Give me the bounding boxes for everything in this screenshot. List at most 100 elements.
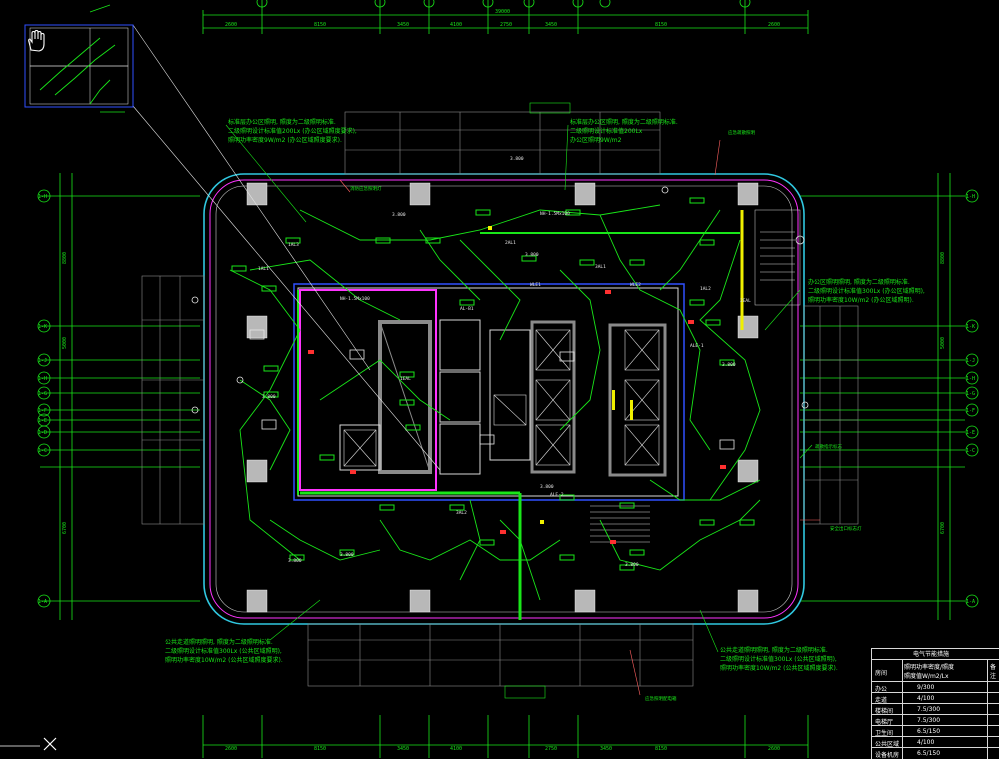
bottom-dimension-lines [202, 715, 809, 758]
level-6: 3.800 [288, 558, 302, 564]
bottom-dim-4: 4100 [450, 746, 462, 752]
light-fixtures [231, 197, 755, 571]
legend-value: 6.5/150 [917, 728, 941, 735]
callout-1: 应急疏散照明 [728, 129, 755, 136]
legend-header-row: 房间 照明功率密度/照度 照度值W/m2/Lx 备注 [872, 659, 999, 682]
right-dimension-lines [800, 173, 965, 620]
bottom-dim-3: 3450 [397, 746, 409, 752]
legend-value: 9/300 [917, 684, 935, 691]
leader-lines [132, 24, 441, 471]
legend-value: 4/100 [917, 739, 935, 746]
level-8: 3.800 [392, 212, 406, 218]
legend-room: 卫生间 [875, 730, 894, 737]
bottom-dim-2: 8150 [314, 746, 326, 752]
callout-5: 应急照明配电箱 [645, 695, 677, 702]
hand-cursor-icon [28, 30, 45, 52]
left-terrace [141, 275, 205, 525]
label-1: 1AL3 [288, 242, 299, 248]
legend-col-divider [987, 659, 988, 759]
note2-line1: 标准层办公区照明, 照度为二级照明标准. [570, 118, 678, 126]
left-dim-2: 5000 [62, 337, 68, 349]
label-6: 1EAL [400, 376, 411, 382]
legend-room: 公共区域 [875, 741, 900, 748]
legend-value: 7.5/300 [917, 706, 941, 713]
top-terrace [344, 102, 661, 175]
level-1: 3.800 [525, 252, 539, 258]
right-axis-bubbles [965, 189, 979, 608]
legend-room: 办公 [875, 686, 888, 693]
level-7: 3.800 [340, 552, 354, 558]
legend-row: 卫生间 6.5/150 [872, 725, 999, 737]
legend-header-unit: 照度值W/m2/Lx [904, 673, 949, 680]
right-axis-4: 1-H [966, 376, 975, 382]
label-10: AL-B1 [460, 306, 474, 312]
left-axis-10: 1-A [38, 599, 47, 605]
right-axis-5: 1-G [966, 391, 975, 397]
left-axis-4: 1-H [38, 376, 47, 382]
bottom-dim-1: 2600 [225, 746, 237, 752]
left-axis-3: 1-J [38, 358, 47, 364]
thumbnail-inset [24, 4, 134, 113]
top-axis-bubbles [256, 0, 751, 8]
legend-value: 4/100 [917, 695, 935, 702]
legend-header-density: 照明功率密度/照度 [904, 664, 955, 671]
legend-room: 电梯厅 [875, 719, 894, 726]
energy-saving-legend-table: 电气节能措施 房间 照明功率密度/照度 照度值W/m2/Lx 备注 办公 9/3… [871, 648, 999, 759]
legend-value: 6.5/150 [917, 750, 941, 757]
left-dimension-lines [40, 173, 200, 620]
left-axis-5: 1-G [38, 391, 47, 397]
yellow-fixtures [488, 226, 633, 524]
note4-line1: 公共走道照明照明, 照度为二级照明标准. [720, 646, 828, 654]
note4-line3: 照明功率密度10W/m2 (公共区域照度要求). [720, 664, 838, 672]
level-3: 3.800 [722, 362, 736, 368]
top-dim-3: 3450 [397, 22, 409, 28]
left-dim-1: 8800 [62, 252, 68, 264]
exit-signs [308, 290, 726, 544]
note5-line1: 办公区照明照明, 照度为二级照明标准. [808, 278, 910, 286]
label-12: ALE-2 [550, 492, 564, 498]
right-axis-1: 1-H [966, 194, 975, 200]
bottom-dim-7: 8150 [655, 746, 667, 752]
note4-line2: 二级照明设计标准值300Lx (公共区域照明), [720, 655, 837, 663]
legend-room: 走道 [875, 697, 888, 704]
left-axis-1: 1-H [38, 194, 47, 200]
ucs-crosshair-icon [0, 737, 57, 751]
top-dim-7: 8150 [655, 22, 667, 28]
left-axis-7: 1-E [38, 418, 47, 424]
label-8: WLE1 [530, 282, 541, 288]
left-axis-6: 1-F [38, 408, 47, 414]
note3-line1: 公共走道照明照明, 照度为二级照明标准. [165, 638, 273, 646]
top-dim-2: 8150 [314, 22, 326, 28]
note2-line2: 二级照明设计标准值200Lx [570, 127, 643, 135]
columns [246, 182, 759, 613]
note1-line3: 照明功率密度9W/m2 (办公区域照度要求). [228, 136, 342, 144]
top-total-dim: 39000 [495, 9, 510, 15]
note1-line2: 二级照明设计标准值200Lx (办公区域照度要求), [228, 127, 357, 135]
label-13: 3AL2 [456, 510, 467, 516]
note5-line2: 二级照明设计标准值300Lx (办公区域照明), [808, 287, 925, 295]
legend-row: 公共区域 4/100 [872, 736, 999, 748]
callout-3: 疏散指示标志 [815, 443, 842, 450]
right-axis-8: 1-C [966, 448, 975, 454]
legend-header-remark: 备注 [990, 664, 997, 680]
right-axis-7: 1-E [966, 430, 975, 436]
label-5: NH-1.5Mx100 [540, 211, 570, 217]
right-axis-6: 1-F [966, 408, 975, 414]
level-2: 3.800 [262, 394, 276, 400]
level-4: 3.800 [540, 484, 554, 490]
right-axis-3: 1-J [966, 358, 975, 364]
top-dim-8: 2600 [768, 22, 780, 28]
label-11: ALE-1 [690, 343, 704, 349]
note1-line1: 标准层办公区照明, 照度为二级照明标准. [228, 118, 336, 126]
label-7: 2EAL [740, 298, 751, 304]
lighting-circuits [229, 204, 761, 601]
legend-title: 电气节能措施 [912, 651, 949, 658]
right-axis-9: 1-A [966, 599, 975, 605]
note3-line3: 照明功率密度10W/m2 (公共区域照度要求). [165, 656, 283, 664]
bottom-dim-6: 3450 [600, 746, 612, 752]
legend-header-room: 房间 [875, 670, 888, 677]
bottom-terrace [307, 623, 694, 699]
legend-value: 7.5/300 [917, 717, 941, 724]
right-terrace [803, 305, 859, 525]
